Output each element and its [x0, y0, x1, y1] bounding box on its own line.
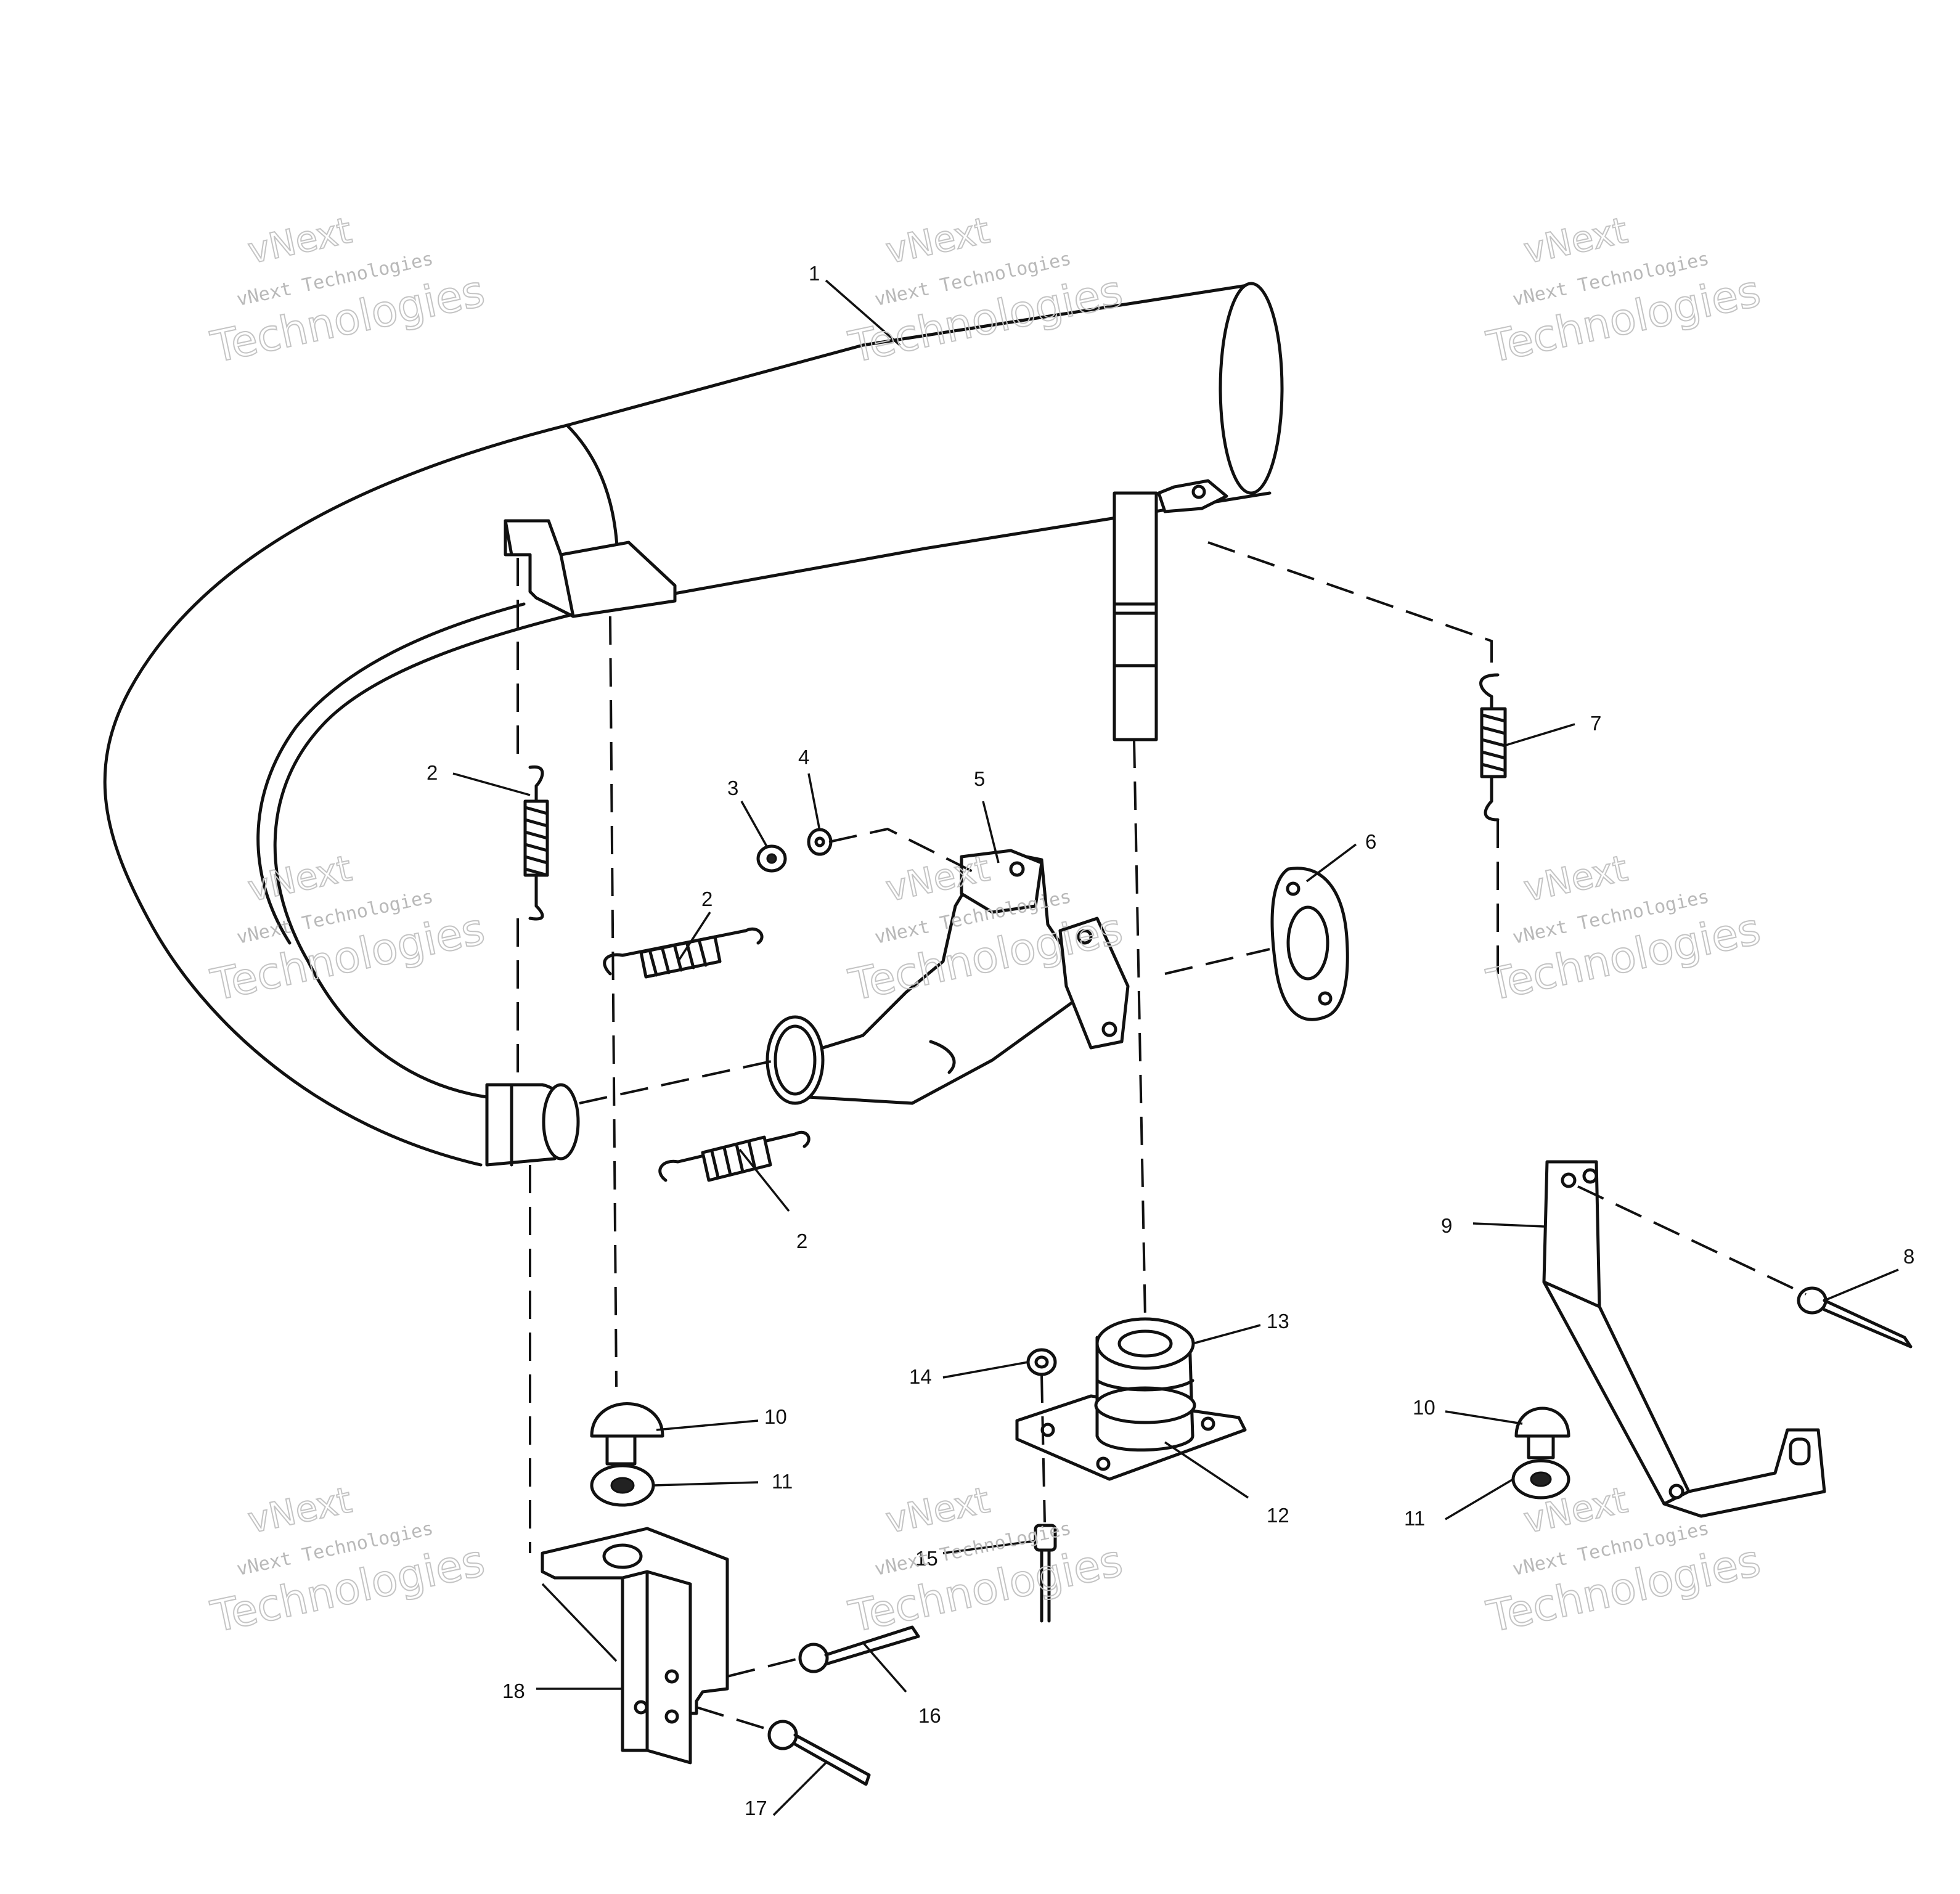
watermark-top-center: vNext vNext Technologies Technologies	[844, 208, 1127, 373]
watermark-mid-left: vNext vNext Technologies Technologies	[206, 846, 489, 1011]
callout-1: 1	[809, 262, 820, 285]
spring-2-vertical	[523, 765, 549, 921]
callout-2-upper: 2	[427, 761, 438, 784]
watermark-bottom-left: vNext vNext Technologies Technologies	[206, 1478, 489, 1643]
spring-7	[1479, 673, 1507, 822]
assembly-lines	[517, 541, 1807, 1733]
callout-6: 6	[1365, 830, 1376, 853]
callout-9: 9	[1441, 1214, 1452, 1237]
watermark-vnext: vNext	[1520, 209, 1631, 272]
bolt-16	[798, 1625, 920, 1673]
leader-lines	[452, 279, 1899, 1816]
stud-15	[1034, 1524, 1057, 1623]
callout-18: 18	[502, 1680, 525, 1702]
watermark-bottom-center: vNext vNext Technologies Technologies	[844, 1478, 1127, 1643]
callout-8: 8	[1903, 1245, 1914, 1268]
callout-11-right: 11	[1404, 1507, 1425, 1530]
bracket-9	[1542, 1160, 1826, 1518]
washer-14	[1026, 1348, 1057, 1376]
nut-3	[756, 844, 787, 873]
callout-5: 5	[974, 767, 985, 790]
callout-2-middle: 2	[701, 888, 713, 910]
watermark-vnext: vNext	[244, 1479, 355, 1541]
watermark-vnext: vNext	[882, 1479, 993, 1541]
callout-11-left: 11	[772, 1470, 793, 1493]
callout-17: 17	[745, 1797, 767, 1819]
watermark-vnext: vNext	[244, 847, 355, 910]
callout-2-lower: 2	[796, 1230, 807, 1252]
callout-10-left: 10	[764, 1405, 787, 1428]
callout-12: 12	[1267, 1504, 1289, 1527]
callout-numbers: 1 2 2 2 3 4 5 6 7 8 9 10 10 11 11 12 13 …	[427, 262, 1914, 1819]
washer-11-left	[590, 1464, 655, 1507]
washer-4	[807, 828, 833, 856]
watermark-top-left: vNext vNext Technologies Technologies	[206, 208, 489, 373]
watermark-bottom-right: vNext vNext Technologies Technologies	[1482, 1478, 1765, 1643]
watermark-mid-right: vNext vNext Technologies Technologies	[1482, 846, 1765, 1011]
callout-14: 14	[909, 1365, 932, 1388]
spring-2-lower	[658, 1131, 811, 1182]
muffler-pipe	[103, 282, 1284, 1167]
callout-15: 15	[915, 1547, 938, 1570]
callout-4: 4	[798, 746, 809, 769]
bracket-18	[541, 1527, 729, 1765]
callout-3: 3	[727, 777, 738, 799]
y-manifold-5	[766, 849, 1130, 1105]
gasket-6	[1270, 867, 1349, 1021]
watermark-vnext: vNext	[882, 209, 993, 272]
watermark-top-right: vNext vNext Technologies Technologies	[1482, 208, 1765, 373]
bolt-8	[1797, 1286, 1913, 1349]
bolt-17	[767, 1720, 871, 1786]
watermark-vnext: vNext	[1520, 847, 1631, 910]
grommet-10-right	[1514, 1406, 1570, 1459]
rubber-mount-13	[1094, 1317, 1196, 1452]
callout-13: 13	[1267, 1310, 1289, 1333]
grommet-10-left	[590, 1402, 664, 1466]
watermark-vnext: vNext	[244, 209, 355, 272]
callout-7: 7	[1590, 712, 1601, 735]
callout-10-right: 10	[1413, 1396, 1435, 1419]
callout-16: 16	[918, 1704, 941, 1727]
